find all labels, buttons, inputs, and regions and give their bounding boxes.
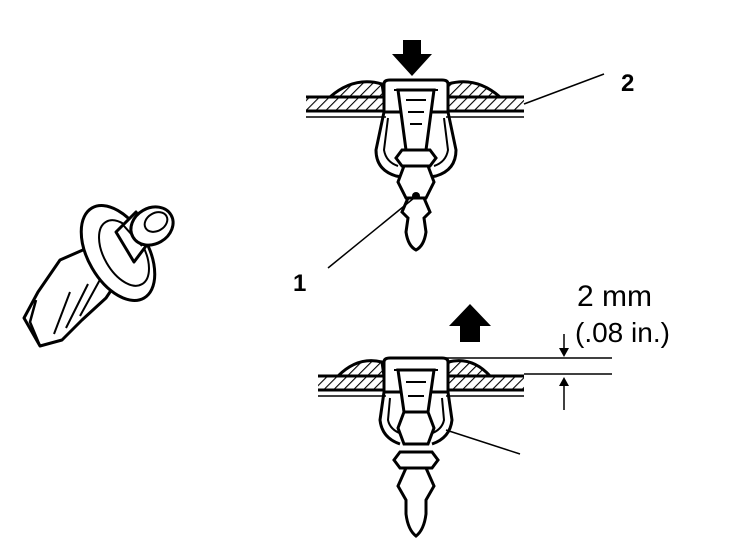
callout-2-leader	[523, 73, 605, 105]
down-arrow-icon	[392, 40, 432, 76]
released-clip-section	[318, 304, 524, 538]
callout-1-label: 1	[293, 270, 306, 297]
installed-clip-section	[306, 40, 524, 252]
callout-1-leader	[327, 197, 415, 269]
gap-dimension	[446, 334, 612, 410]
callout-2-label: 2	[621, 70, 634, 97]
dimension-imperial: (.08 in.)	[575, 317, 670, 348]
dimension-metric: 2 mm	[577, 280, 652, 313]
clip-perspective-view	[22, 204, 175, 348]
up-arrow-icon	[449, 304, 491, 342]
